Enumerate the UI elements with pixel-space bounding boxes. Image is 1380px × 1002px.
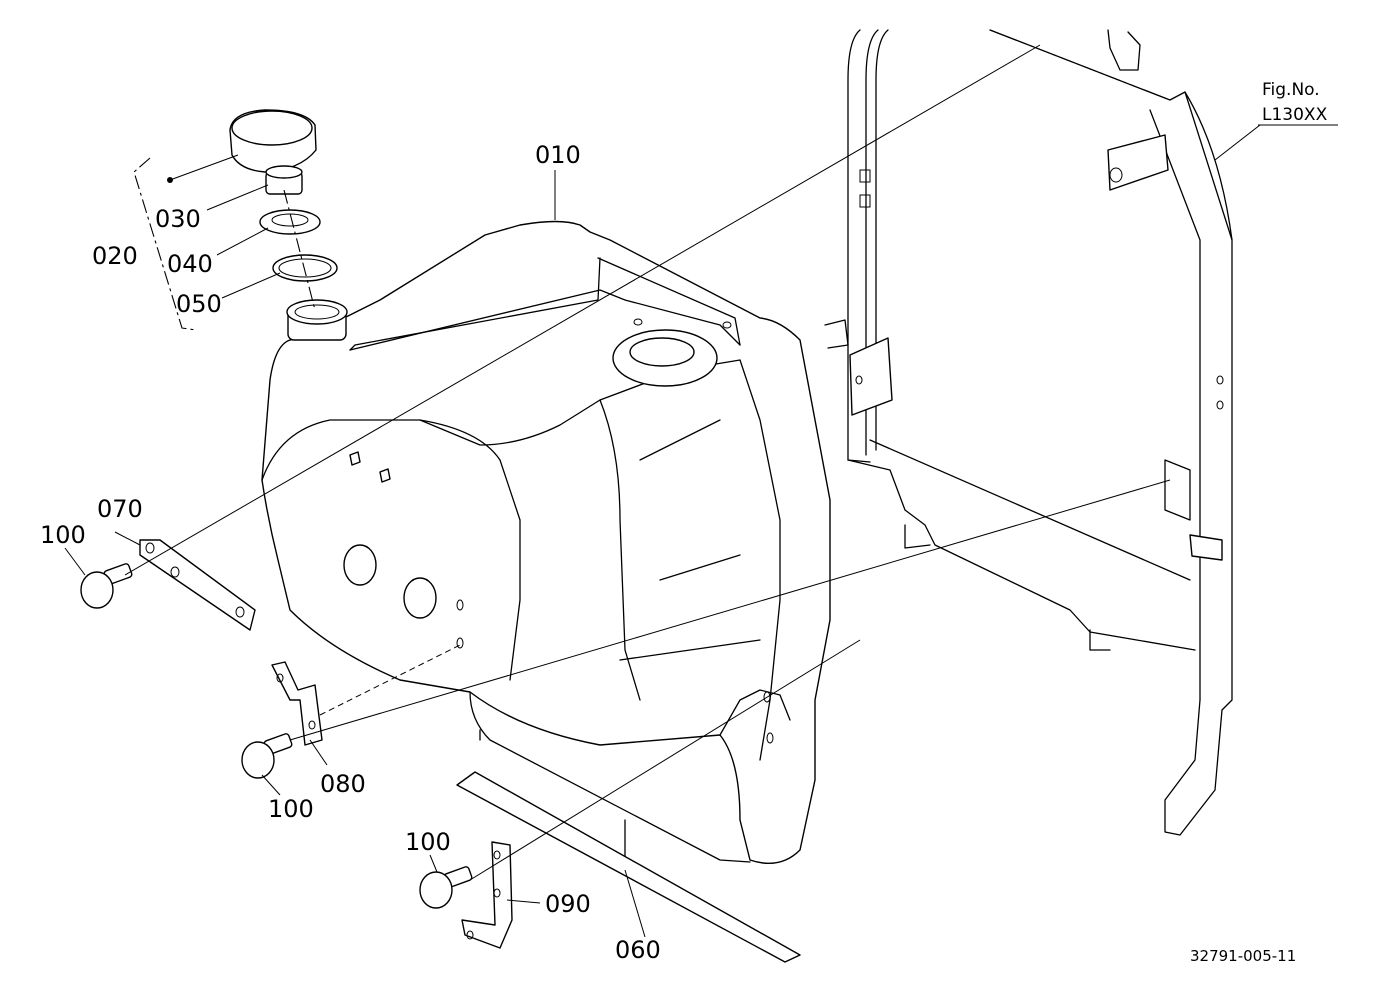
bracket-090 — [461, 841, 513, 949]
tank-cap — [229, 109, 317, 195]
bolt-100-b — [241, 733, 293, 779]
callout-090: 090 — [545, 890, 591, 918]
tank-strap — [456, 771, 801, 963]
bolt-100-c — [419, 866, 473, 909]
assembly-axis-cap — [283, 189, 316, 311]
fuel-tank — [261, 220, 831, 864]
callout-070: 070 — [97, 495, 143, 523]
bolt-100-a — [80, 563, 133, 609]
callout-100-a: 100 — [40, 521, 86, 549]
drawing-code: 32791-005-11 — [1190, 947, 1296, 965]
callout-080: 080 — [320, 770, 366, 798]
leader-lines — [64, 124, 1338, 938]
callout-030: 030 — [155, 205, 201, 233]
figure-ref-number: L130XX — [1262, 105, 1328, 125]
callout-100-c: 100 — [405, 828, 451, 856]
gasket — [259, 209, 321, 235]
callout-050: 050 — [176, 290, 222, 318]
assembly-lines — [124, 29, 1171, 881]
kit-bracket-020 — [133, 157, 197, 331]
callout-100-b: 100 — [268, 795, 314, 823]
callout-020: 020 — [92, 242, 138, 270]
cab-frame — [824, 29, 1233, 836]
callout-040: 040 — [167, 250, 213, 278]
figure-ref-label: Fig.No. — [1262, 80, 1320, 100]
bracket-080 — [271, 661, 323, 746]
callout-060: 060 — [615, 936, 661, 964]
callout-010: 010 — [535, 141, 581, 169]
bracket-070 — [139, 539, 256, 631]
o-ring — [272, 254, 338, 282]
